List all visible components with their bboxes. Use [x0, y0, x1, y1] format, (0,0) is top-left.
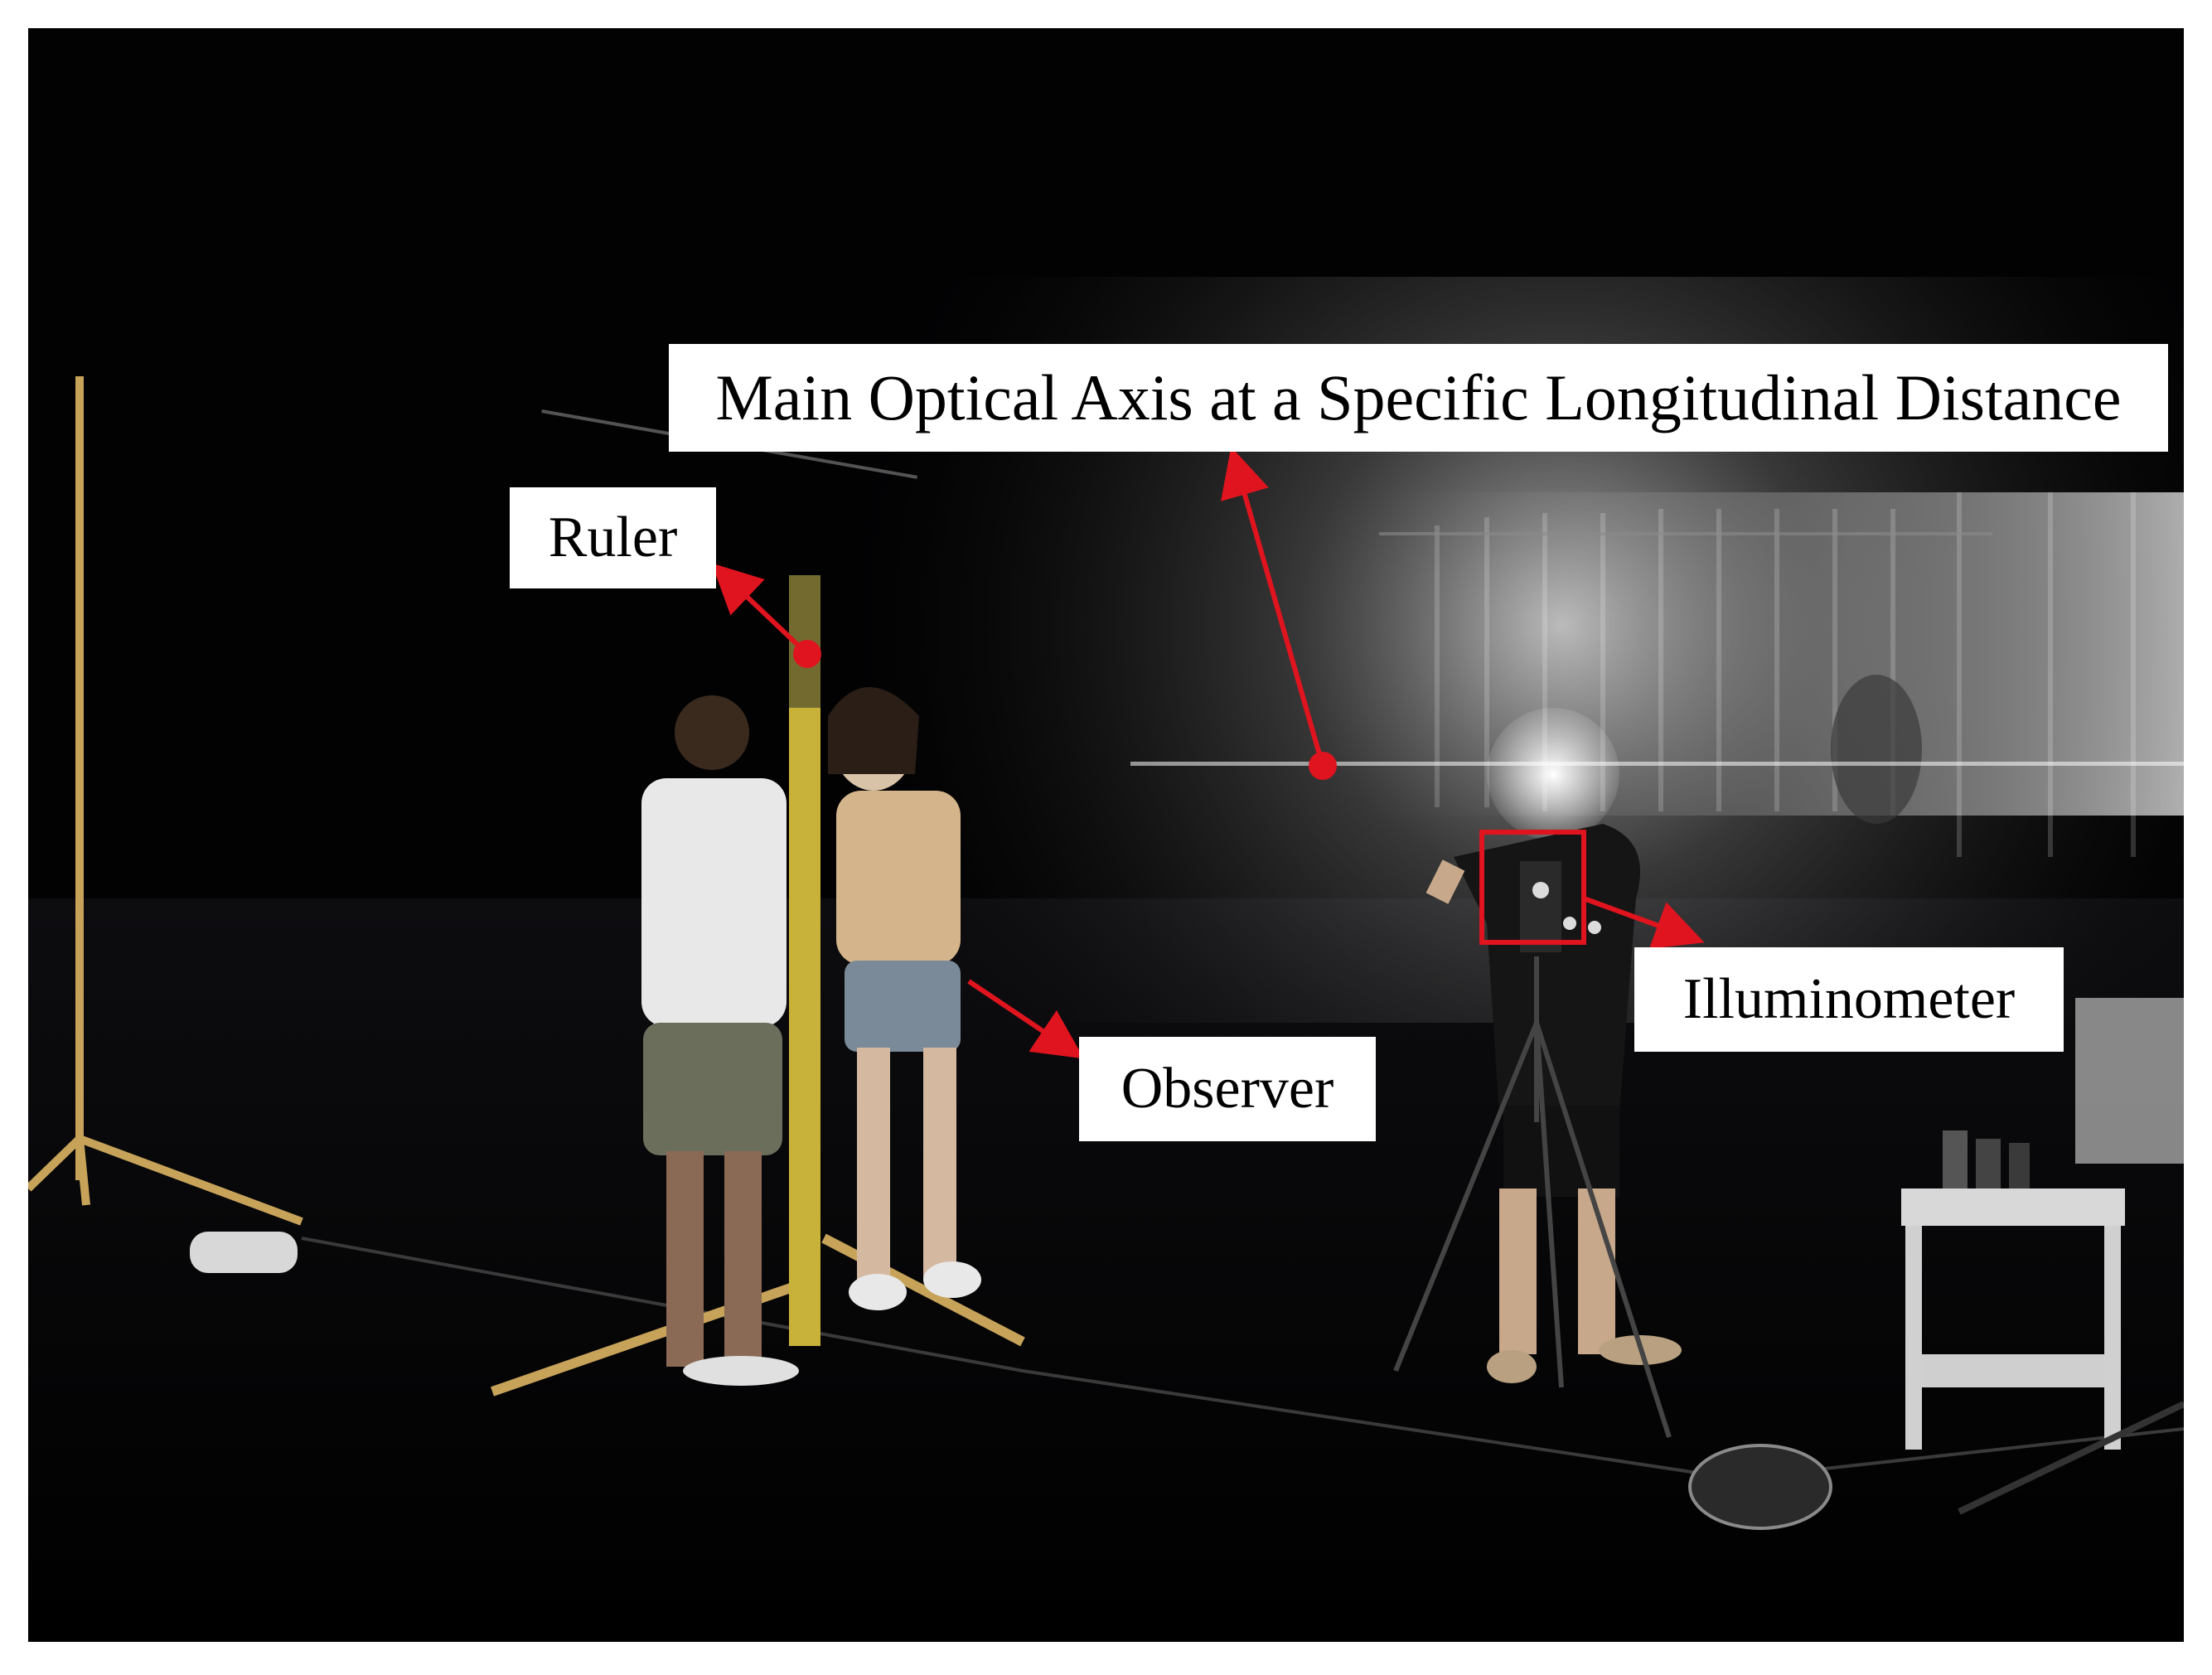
woman-figure: [828, 687, 981, 1310]
experiment-photo: Main Optical Axis at a Specific Longitud…: [28, 28, 2184, 1642]
right-reel: [1688, 1444, 1832, 1530]
optical-axis-streak: [1130, 762, 2184, 766]
left-stand: [28, 376, 303, 1226]
observer-label: Observer: [1079, 1037, 1376, 1141]
white-stool: [1901, 1130, 2125, 1450]
ruler-label: Ruler: [510, 487, 716, 588]
scene-illustration: [28, 28, 2184, 1642]
floor-cable: [301, 1237, 2184, 1481]
left-reel: [190, 1232, 298, 1273]
main-optical-axis-label: Main Optical Axis at a Specific Longitud…: [669, 344, 2168, 452]
right-box: [2075, 998, 2184, 1164]
man-figure: [641, 695, 799, 1386]
illuminometer-label: Illuminometer: [1634, 947, 2064, 1052]
shadow-figure: [1831, 675, 1922, 824]
right-stand-leg: [1958, 1401, 2184, 1515]
